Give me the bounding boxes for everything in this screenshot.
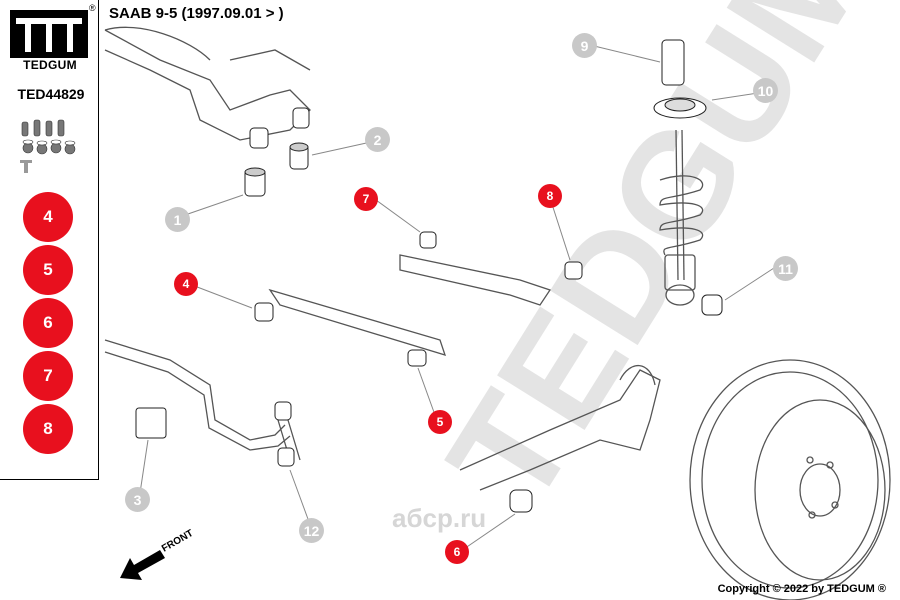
front-arrow-icon: FRONT <box>120 528 195 580</box>
sidebar-panel: ® TEDGUM TED44829 4 5 6 7 8 <box>0 0 99 480</box>
badge-5: 5 <box>23 245 73 295</box>
callout-8: 8 <box>538 184 562 208</box>
abcp-watermark: aбcp.ru <box>392 503 487 533</box>
callout-12: 12 <box>299 518 324 543</box>
tedgum-logo-icon <box>10 10 88 58</box>
part-number: TED44829 <box>17 86 85 102</box>
callout-11: 11 <box>773 256 798 281</box>
badge-4: 4 <box>23 192 73 242</box>
callout-9: 9 <box>572 33 597 58</box>
callout-5: 5 <box>428 410 452 434</box>
badge-8: 8 <box>23 404 73 454</box>
vehicle-title: SAAB 9-5 (1997.09.01 > ) <box>109 5 284 22</box>
registered-mark: ® <box>89 3 96 13</box>
suspension-diagram: TEDGUM <box>104 0 900 600</box>
badge-7: 7 <box>23 351 73 401</box>
bushings <box>135 39 723 513</box>
kit-contents-icon <box>20 119 76 173</box>
callout-3: 3 <box>125 487 150 512</box>
watermark-text: TEDGUM <box>415 0 900 533</box>
callout-2: 2 <box>365 127 390 152</box>
front-label: FRONT <box>160 528 195 555</box>
callout-7: 7 <box>354 187 378 211</box>
callout-10: 10 <box>753 78 778 103</box>
copyright-text: Copyright © 2022 by TEDGUM ® <box>717 583 886 595</box>
callout-4: 4 <box>174 272 198 296</box>
callout-1: 1 <box>165 207 190 232</box>
callout-6: 6 <box>445 540 469 564</box>
brand-name: TEDGUM <box>23 58 77 72</box>
badge-6: 6 <box>23 298 73 348</box>
watermark: TEDGUM <box>415 0 900 533</box>
